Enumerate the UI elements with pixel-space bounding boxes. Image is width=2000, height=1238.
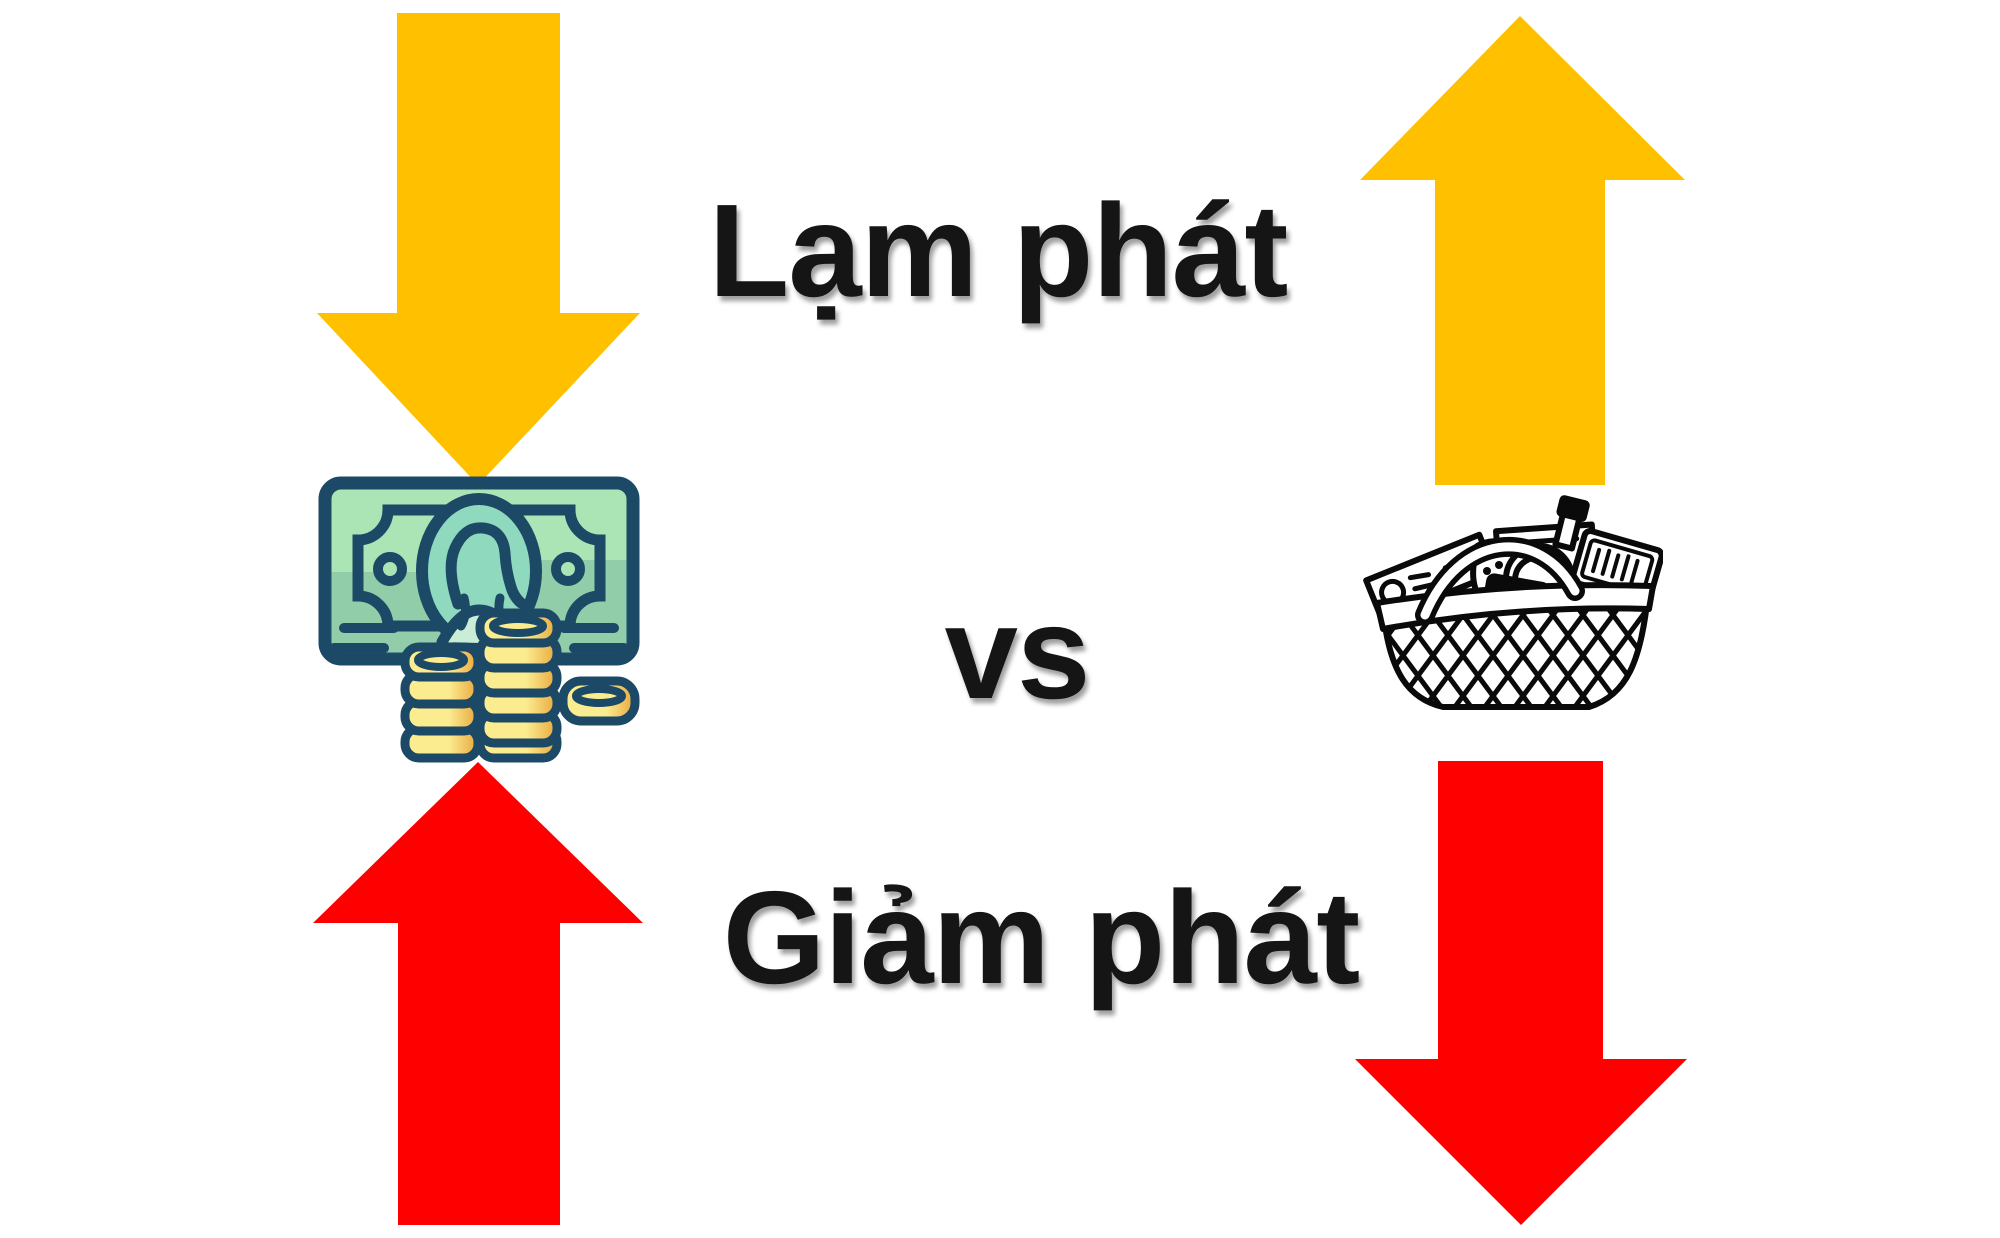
yellow-up-arrow-icon bbox=[1360, 16, 1685, 485]
inflation-label: Lạm phát bbox=[708, 177, 1289, 324]
versus-label: vs bbox=[944, 579, 1091, 726]
grocery-basket-icon bbox=[1363, 495, 1663, 710]
money-coins-icon bbox=[318, 476, 640, 763]
yellow-down-arrow-icon bbox=[317, 13, 640, 485]
deflation-label: Giảm phát bbox=[722, 864, 1360, 1011]
red-up-arrow-icon bbox=[313, 762, 643, 1225]
red-down-arrow-icon bbox=[1355, 761, 1687, 1225]
